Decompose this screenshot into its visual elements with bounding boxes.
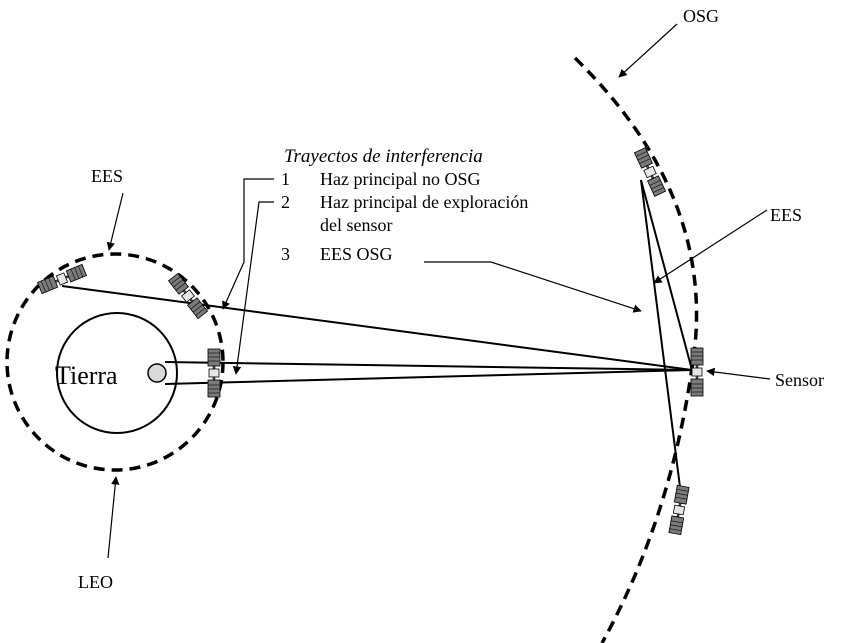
pointer-osg [618,23,678,78]
legend-title: Trayectos de interferencia [284,146,483,167]
pointer-sensor [706,367,771,380]
ray-earth-upper-to-sensor [164,361,693,371]
legend-item-2-num: 2 [281,192,290,212]
pointer-leo [107,476,120,559]
legend-item-2-text: Haz principal de exploración [320,192,528,212]
label-osg: OSG [683,6,719,26]
satellite-gso-bottom [668,484,690,536]
leader-path-2 [232,201,274,375]
legend-item-1-num: 1 [281,169,290,189]
earth-station-dot [147,363,167,383]
ray-gso-sat-top-to-bottom [640,179,682,496]
label-ees-right: EES [770,205,802,225]
satellite-leo-right [168,272,208,320]
ray-leo-sat-to-sensor [61,285,693,371]
pointer-ees-left [106,192,124,251]
ray-earth-lower-to-sensor [164,369,693,385]
leader-path-1 [222,178,274,310]
label-sensor: Sensor [775,370,824,390]
label-earth: Tierra [55,361,118,390]
legend-item-3-text: EES OSG [320,244,393,264]
gso-orbit-arc [573,56,699,643]
legend-item-2-text-cont: del sensor [320,215,392,235]
label-ees-left: EES [91,166,123,186]
legend-item-3-num: 3 [281,244,290,264]
legend-item-1-text: Haz principal no OSG [320,169,480,189]
satellite-gso-sensor [690,347,704,397]
satellite-leo-scanning [207,348,221,398]
label-leo: LEO [78,572,113,592]
pointer-ees-right [653,209,768,284]
earth-circle [56,312,178,434]
satellite-gso-top [634,147,666,197]
leader-path-3 [424,261,642,313]
